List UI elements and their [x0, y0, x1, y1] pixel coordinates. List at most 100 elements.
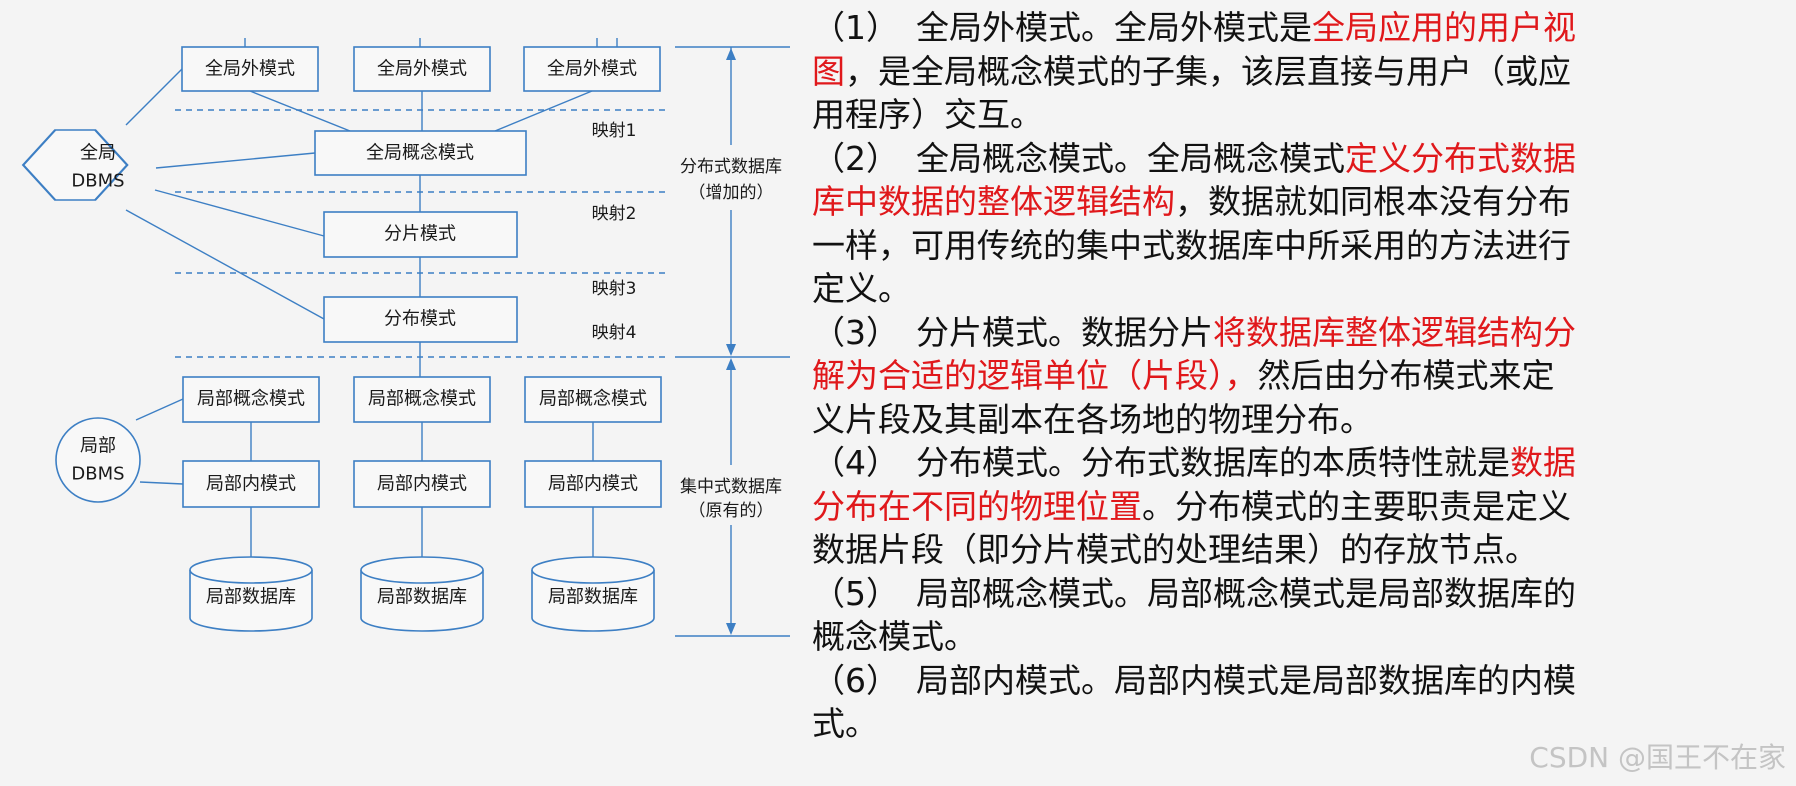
highlighted-text: 分布在不同的物理位置 — [812, 486, 1142, 526]
dbms-link — [139, 481, 184, 485]
arrow-head-icon — [726, 623, 736, 635]
local-database-1: 局部数据库 — [189, 556, 313, 632]
body-text: 全局外模式。全局外模式是 — [916, 8, 1312, 47]
connector — [494, 90, 593, 132]
svg-text:局部内模式: 局部内模式 — [377, 474, 467, 495]
highlighted-text: 图 — [812, 51, 845, 91]
body-text: 分布模式。分布式数据库的本质特性就是 — [916, 443, 1510, 482]
global-external-schema-2: 全局外模式 — [353, 46, 491, 92]
local-conceptual-schema-1: 局部概念模式 — [182, 376, 320, 423]
body-text: 定义。 — [812, 269, 911, 308]
paragraph-number: （2） — [812, 138, 899, 178]
body-text: 用程序）交互。 — [812, 95, 1043, 134]
watermark: CSDN @国王不在家 — [1529, 741, 1786, 774]
paragraph-line: 解为合适的逻辑单位（片段），然后由分布模式来定 — [812, 354, 1652, 398]
body-text: 式。 — [812, 704, 878, 743]
global-external-schema-1: 全局外模式 — [181, 46, 319, 92]
paragraph-line: 用程序）交互。 — [812, 93, 1652, 137]
paragraph-line: 库中数据的整体逻辑结构，数据就如同根本没有分布 — [812, 180, 1652, 224]
body-text: 分片模式。数据分片 — [916, 312, 1213, 352]
body-text: 数据片段（即分片模式的处理结果）的存放节点。 — [812, 530, 1538, 569]
svg-text:全局概念模式: 全局概念模式 — [366, 142, 474, 164]
explanation-panel: （1）全局外模式。全局外模式是全局应用的用户视图，是全局概念模式的子集，该层直接… — [812, 6, 1652, 746]
mapping-label-2: 映射2 — [592, 204, 637, 224]
paragraph-line: （6） 局部内模式。局部内模式是局部数据库的内模 — [812, 659, 1652, 703]
svg-text:局部数据库: 局部数据库 — [377, 587, 467, 608]
centralized-db-label: 集中式数据库 — [680, 477, 782, 497]
highlighted-text: 全局应用的用户视 — [1312, 8, 1576, 47]
paragraph-line: 义片段及其副本在各场地的物理分布。 — [812, 398, 1652, 442]
paragraph-line: 数据片段（即分片模式的处理结果）的存放节点。 — [812, 528, 1652, 572]
local-internal-schema-2: 局部内模式 — [353, 460, 491, 508]
body-text: 局部概念模式。局部概念模式是局部数据库的 — [916, 573, 1576, 613]
paragraph-line: 一样，可用传统的集中式数据库中所采用的方法进行 — [812, 224, 1652, 268]
svg-text:全局外模式: 全局外模式 — [205, 59, 295, 80]
highlighted-text: 数据 — [1510, 443, 1576, 482]
local-internal-schema-1: 局部内模式 — [182, 460, 320, 508]
local-conceptual-schema-3: 局部概念模式 — [524, 376, 662, 423]
body-text: 然后由分布模式来定 — [1257, 356, 1555, 395]
paragraph-line: 定义。 — [812, 267, 1652, 311]
svg-text:全局外模式: 全局外模式 — [547, 59, 637, 80]
dbms-link — [125, 209, 325, 320]
paragraph-number: （4） — [812, 443, 899, 482]
paragraph-line: （3） 分片模式。数据分片将数据库整体逻辑结构分 — [812, 311, 1652, 355]
body-text: ，数据就如同根本没有分布 — [1175, 182, 1571, 221]
local-conceptual-schema-2: 局部概念模式 — [353, 376, 491, 423]
svg-text:局部概念模式: 局部概念模式 — [539, 388, 647, 410]
allocation-schema: 分布模式 — [323, 296, 518, 343]
paragraph-number: （5） — [812, 573, 899, 613]
paragraph-number: （6） — [812, 660, 899, 700]
body-text: ，是全局概念模式的子集，该层直接与用户（或应 — [845, 51, 1571, 91]
paragraph-line: （5） 局部概念模式。局部概念模式是局部数据库的 — [812, 572, 1652, 616]
body-text: 概念模式。 — [812, 617, 977, 656]
local-database-3: 局部数据库 — [531, 556, 655, 632]
svg-text:DBMS: DBMS — [71, 171, 124, 192]
svg-text:局部数据库: 局部数据库 — [206, 587, 296, 608]
svg-text:DBMS: DBMS — [71, 464, 124, 485]
highlighted-text: 解为合适的逻辑单位（片段）， — [812, 356, 1258, 395]
body-text: 义片段及其副本在各场地的物理分布。 — [812, 399, 1373, 439]
svg-text:局部: 局部 — [80, 436, 116, 457]
svg-text:局部内模式: 局部内模式 — [548, 474, 638, 495]
global-conceptual-schema: 全局概念模式 — [314, 130, 527, 176]
highlighted-text: 定义分布式数据 — [1345, 138, 1576, 178]
svg-text:局部概念模式: 局部概念模式 — [197, 388, 305, 410]
connector — [249, 90, 351, 132]
dbms-link — [125, 68, 183, 126]
svg-text:分布模式: 分布模式 — [384, 309, 456, 330]
paragraph-line: （4） 分布模式。分布式数据库的本质特性就是数据 — [812, 441, 1652, 485]
distributed-db-sublabel: （增加的） — [689, 183, 774, 203]
body-text: 。分布模式的主要职责是定义 — [1142, 486, 1571, 526]
arrow-head-icon — [726, 344, 736, 356]
mapping-label-1: 映射1 — [592, 121, 637, 141]
paragraph-line: （1）全局外模式。全局外模式是全局应用的用户视 — [812, 6, 1652, 50]
mapping-label-3: 映射3 — [592, 279, 637, 299]
paragraph-line: 图，是全局概念模式的子集，该层直接与用户（或应 — [812, 50, 1652, 94]
svg-text:全局外模式: 全局外模式 — [377, 59, 467, 80]
paragraph-line: 式。 — [812, 702, 1652, 746]
body-text: 一样，可用传统的集中式数据库中所采用的方法进行 — [812, 225, 1571, 265]
paragraph-line: （2） 全局概念模式。全局概念模式定义分布式数据 — [812, 137, 1652, 181]
global-external-schema-3: 全局外模式 — [523, 46, 661, 92]
local-dbms: 局部 DBMS — [55, 417, 141, 503]
paragraph-line: 概念模式。 — [812, 615, 1652, 659]
centralized-db-sublabel: （原有的） — [689, 501, 774, 521]
paragraph-number: （3） — [812, 312, 899, 352]
dbms-link — [135, 398, 184, 421]
body-text: 局部内模式。局部内模式是局部数据库的内模 — [916, 660, 1576, 700]
dbms-link — [154, 189, 325, 237]
svg-text:分片模式: 分片模式 — [384, 224, 456, 245]
svg-text:局部内模式: 局部内模式 — [206, 474, 296, 495]
body-text: 全局概念模式。全局概念模式 — [916, 138, 1345, 178]
highlighted-text: 库中数据的整体逻辑结构 — [812, 182, 1175, 221]
paragraph-line: 分布在不同的物理位置。分布模式的主要职责是定义 — [812, 485, 1652, 529]
dbms-link — [155, 152, 316, 169]
arrow-head-icon — [726, 358, 736, 370]
svg-text:全局: 全局 — [80, 143, 116, 164]
highlighted-text: 将数据库整体逻辑结构分 — [1213, 312, 1576, 352]
local-database-2: 局部数据库 — [360, 556, 484, 632]
mapping-label-4: 映射4 — [592, 323, 637, 343]
arrow-head-icon — [726, 48, 736, 60]
svg-text:局部概念模式: 局部概念模式 — [368, 388, 476, 410]
